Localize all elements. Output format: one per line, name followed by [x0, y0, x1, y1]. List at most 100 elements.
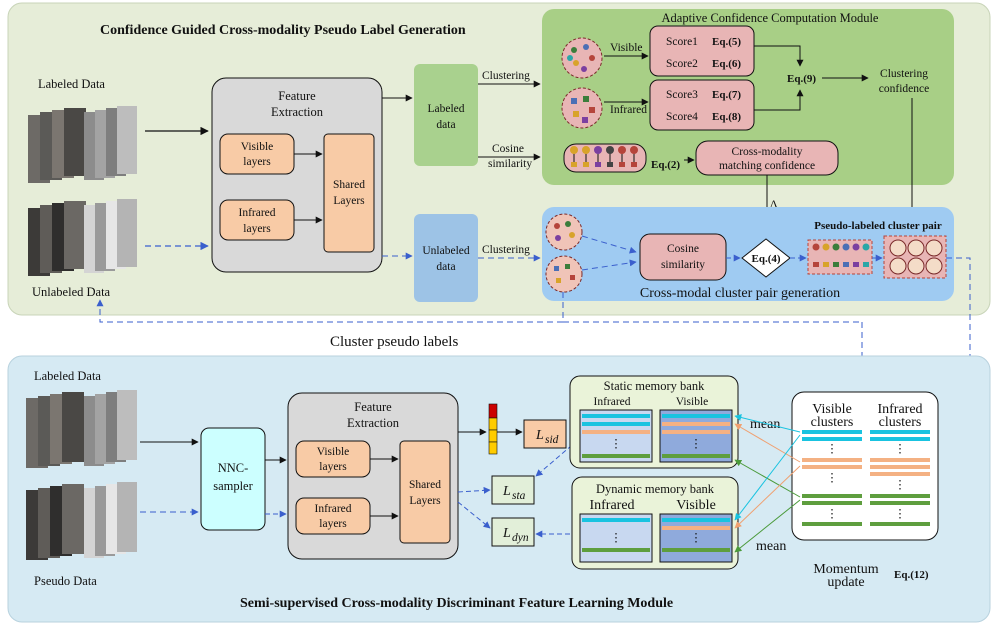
- score34-box: [649, 79, 755, 131]
- infrared-layers-top-text-2: layers: [243, 223, 271, 235]
- nnc-sampler-box: [200, 427, 266, 531]
- top-panel-title: Confidence Guided Cross-modality Pseudo …: [100, 23, 466, 38]
- arrow-shared-ldyn: [457, 501, 491, 529]
- svg-text:⋮: ⋮: [610, 438, 622, 450]
- shared-layers-bottom-text-1: Shared: [409, 479, 441, 491]
- dynamic-infrared-bank: ⋮: [579, 513, 653, 563]
- dynamic-infrared: Infrared: [589, 498, 634, 513]
- visible-label-acc: Visible: [610, 42, 643, 54]
- visible-layers-top-text-1: Visible: [241, 141, 274, 153]
- pseudo-pair-cluster-icons: [889, 239, 943, 275]
- infrared-layers-top-text-1: Infrared: [238, 207, 275, 219]
- pseudo-pair-label: Pseudo-labeled cluster pair: [814, 220, 942, 232]
- infrared-layers-bottom-text-2: layers: [319, 518, 347, 530]
- unlabeled-data-label-top: Unlabeled Data: [32, 285, 111, 299]
- mean-arrow-green-1: [734, 459, 801, 498]
- infrared-clusters-2: clusters: [879, 415, 922, 430]
- loss-sta-sub: sta: [512, 490, 526, 502]
- score3-text: Score3: [666, 89, 698, 101]
- shared-layers-bottom-text-2: Layers: [409, 495, 441, 507]
- arrow-score12-eq9: [754, 45, 804, 67]
- clustering-label-unlabeled: Clustering: [482, 244, 530, 256]
- unlabeled-images-top: [28, 199, 137, 276]
- static-infrared-bank: ⋮: [579, 409, 653, 463]
- fe-title-bottom-1: Feature: [354, 400, 392, 414]
- shared-layers-top: [323, 133, 375, 253]
- arrow-ir-cosine: [581, 259, 637, 271]
- visible-clusters-1: Visible: [812, 402, 852, 417]
- static-visible-bank: ⋮: [659, 409, 733, 463]
- labeled-data-label-top: Labeled Data: [38, 77, 105, 91]
- dynamic-bank-title: Dynamic memory bank: [596, 482, 715, 496]
- dynamic-visible-bank: ⋮: [659, 513, 733, 563]
- dynamic-visible: Visible: [676, 498, 716, 513]
- labeled-box-text-2: data: [436, 119, 455, 131]
- infrared-clusters-1: Infrared: [877, 402, 922, 417]
- svg-text:⋮: ⋮: [894, 443, 906, 455]
- eq4-text: Eq.(4): [751, 253, 780, 265]
- cluster-pseudo-labels-text: Cluster pseudo labels: [330, 334, 458, 350]
- vis-cluster-icon-ccpg: [545, 213, 583, 251]
- visible-layers-bottom-text-2: layers: [319, 461, 347, 473]
- mean-label-1: mean: [750, 417, 780, 432]
- static-bank-title: Static memory bank: [604, 379, 705, 393]
- infrared-label-acc: Infrared: [610, 104, 647, 116]
- visible-clusters-bars: ⋮ ⋮ ⋮: [802, 430, 862, 526]
- loss-dyn-sub: dyn: [512, 532, 529, 544]
- svg-text:⋮: ⋮: [690, 438, 702, 450]
- clustering-confidence-1: Clustering: [880, 68, 928, 80]
- fe-title-top-2: Extraction: [271, 105, 324, 119]
- static-infrared: Infrared: [593, 396, 630, 408]
- cosine-ccpg-text-1: Cosine: [667, 243, 699, 255]
- arrow-score34-eq9: [754, 89, 804, 111]
- score12-box: [649, 25, 755, 77]
- visible-clusters-2: clusters: [811, 415, 854, 430]
- labeled-data-box: [414, 64, 478, 166]
- eq9-text: Eq.(9): [787, 73, 816, 85]
- svg-text:⋮: ⋮: [610, 532, 622, 544]
- shared-layers-top-text-1: Shared: [333, 179, 365, 191]
- bottom-panel-title: Semi-supervised Cross-modality Discrimin…: [240, 596, 673, 611]
- visible-layers-top: [219, 133, 295, 175]
- eq6-text: Eq.(6): [712, 58, 741, 70]
- eq12-label: Eq.(12): [894, 569, 929, 581]
- loss-sid-box: [523, 419, 567, 449]
- svg-text:⋮: ⋮: [826, 472, 838, 484]
- svg-text:⋮: ⋮: [894, 479, 906, 491]
- cosine-label-top-2: similarity: [488, 158, 532, 170]
- pseudo-data-label: Pseudo Data: [34, 574, 97, 588]
- labeled-images-top: [28, 106, 137, 183]
- nnc-text-1: NNC-: [218, 461, 249, 475]
- eq7-text: Eq.(7): [712, 89, 741, 101]
- arrow-shared-lsta: [457, 486, 491, 494]
- ccpg-title: Cross-modal cluster pair generation: [640, 286, 840, 301]
- loss-sta-box: [491, 475, 535, 505]
- shared-layers-top-text-2: Layers: [333, 195, 365, 207]
- mean-label-2: mean: [756, 539, 786, 554]
- fe-title-top-1: Feature: [278, 89, 316, 103]
- svg-text:⋮: ⋮: [690, 532, 702, 544]
- labeled-data-label-bottom: Labeled Data: [34, 369, 101, 383]
- clustering-confidence-2: confidence: [879, 83, 929, 95]
- cosine-box-ccpg: [639, 233, 727, 281]
- infrared-layers-bottom-text-1: Infrared: [314, 503, 351, 515]
- loss-sid-symbol: L: [535, 428, 544, 443]
- score1-text: Score1: [666, 36, 698, 48]
- loss-sid-sub: sid: [545, 434, 559, 446]
- cosine-label-top-1: Cosine: [492, 143, 524, 155]
- mean-arrow-orange-2: [734, 465, 801, 529]
- acc-module-title: Adaptive Confidence Computation Module: [662, 11, 879, 25]
- nnc-text-2: sampler: [213, 479, 253, 493]
- feature-vector-icon: [488, 403, 498, 455]
- unlabeled-data-box: [414, 214, 478, 302]
- visible-layers-bottom-text-1: Visible: [317, 446, 350, 458]
- visible-layers-top-text-2: layers: [243, 156, 271, 168]
- infrared-cluster-icon: [561, 87, 603, 129]
- visible-cluster-icon: [561, 37, 603, 79]
- delta-symbol: Δ: [770, 199, 777, 211]
- static-visible: Visible: [676, 396, 709, 408]
- mean-arrow-cyan-1: [734, 414, 801, 433]
- eq8-text: Eq.(8): [712, 111, 741, 123]
- eq2-beads: [570, 146, 638, 167]
- eq5-text: Eq.(5): [712, 36, 741, 48]
